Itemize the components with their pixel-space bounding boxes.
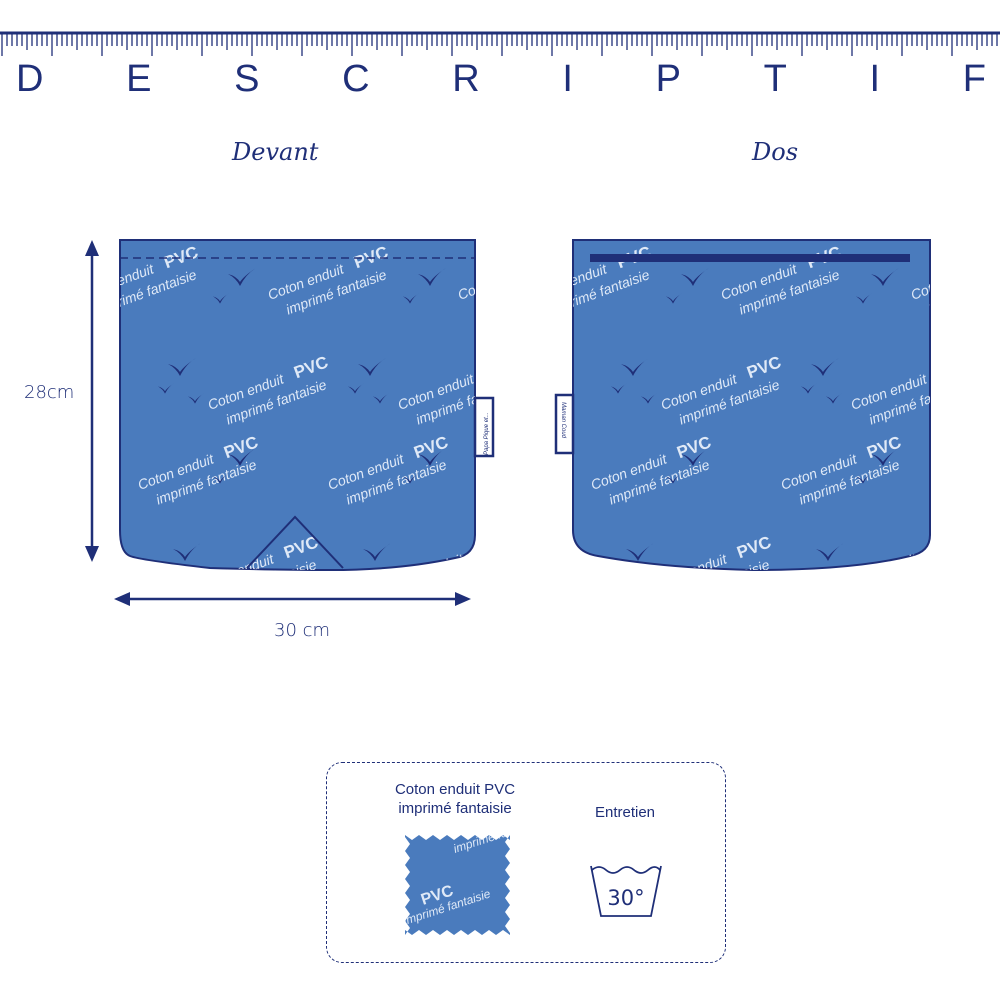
fabric-description: imprimé fantaisie bbox=[398, 800, 512, 817]
bird-icon bbox=[626, 543, 654, 561]
fabric-name: Coton enduit PVC bbox=[394, 781, 516, 798]
brand-tag bbox=[473, 396, 495, 458]
dimension-arrows bbox=[85, 240, 471, 606]
svg-text:Maman Coud: Maman Coud bbox=[560, 402, 566, 439]
bird-icon bbox=[665, 292, 683, 304]
bird-icon bbox=[816, 543, 844, 561]
bird-icon bbox=[610, 382, 628, 394]
wash-temperature: 30° bbox=[607, 886, 644, 910]
bird-icon bbox=[871, 268, 899, 286]
front-view-label: Devant bbox=[232, 138, 319, 166]
title-letter: I bbox=[562, 58, 573, 100]
svg-text:imprimé fantaisie: imprimé fantaisie bbox=[947, 456, 953, 507]
title-letter: P bbox=[655, 58, 681, 100]
bird-icon bbox=[212, 472, 230, 484]
bird-icon bbox=[855, 472, 873, 484]
title-letter: R bbox=[452, 58, 480, 100]
title-letter: E bbox=[126, 58, 152, 100]
bird-icon bbox=[212, 292, 230, 304]
bird-icon bbox=[681, 448, 709, 466]
title-letter: C bbox=[342, 58, 370, 100]
legend-box bbox=[326, 762, 726, 963]
bird-icon bbox=[800, 382, 818, 394]
svg-text:PVC: PVC bbox=[934, 352, 953, 382]
height-dimension: 28cm bbox=[24, 382, 75, 403]
bird-icon bbox=[621, 358, 649, 376]
bird-icon bbox=[418, 448, 446, 466]
bird-icon bbox=[665, 472, 683, 484]
bird-icon bbox=[418, 268, 446, 286]
ruler bbox=[0, 31, 1000, 56]
bird-icon bbox=[402, 292, 420, 304]
bird-icon bbox=[168, 358, 196, 376]
title-letter: F bbox=[962, 58, 986, 100]
svg-text:Papa Pique et...: Papa Pique et... bbox=[484, 412, 490, 455]
title-letter: I bbox=[869, 58, 881, 100]
bird-icon bbox=[811, 358, 839, 376]
care-label: Entretien bbox=[594, 804, 656, 821]
bird-icon bbox=[228, 448, 256, 466]
bird-icon bbox=[363, 543, 391, 561]
zipper bbox=[590, 254, 910, 262]
gusset-fold bbox=[246, 515, 344, 569]
width-dimension: 30 cm bbox=[274, 620, 331, 641]
bird-icon bbox=[347, 382, 365, 394]
fabric-legend-label: Coton enduit PVC imprimé fantaisie bbox=[350, 780, 560, 818]
svg-text:Coton enduit: Coton enduit bbox=[929, 450, 953, 493]
bird-icon bbox=[228, 268, 256, 286]
bird-icon bbox=[173, 543, 201, 561]
bird-icon bbox=[855, 292, 873, 304]
title-letter: T bbox=[763, 58, 787, 100]
bird-icon bbox=[825, 392, 843, 404]
fabric-swatch: imprimé fantaisie PVC imprimé fantaisie bbox=[405, 835, 510, 935]
back-view-label: Dos bbox=[752, 138, 799, 166]
bird-icon bbox=[681, 268, 709, 286]
title-letter: S bbox=[234, 58, 260, 100]
wash-30-icon: 30° bbox=[590, 865, 662, 917]
bird-icon bbox=[871, 448, 899, 466]
bird-icon bbox=[640, 392, 658, 404]
bird-icon bbox=[402, 472, 420, 484]
title-letter: D bbox=[16, 58, 44, 100]
bird-icon bbox=[358, 358, 386, 376]
bird-icon bbox=[372, 392, 390, 404]
bird-icon bbox=[187, 392, 205, 404]
brand-tag bbox=[554, 393, 575, 455]
bird-icon bbox=[157, 382, 175, 394]
